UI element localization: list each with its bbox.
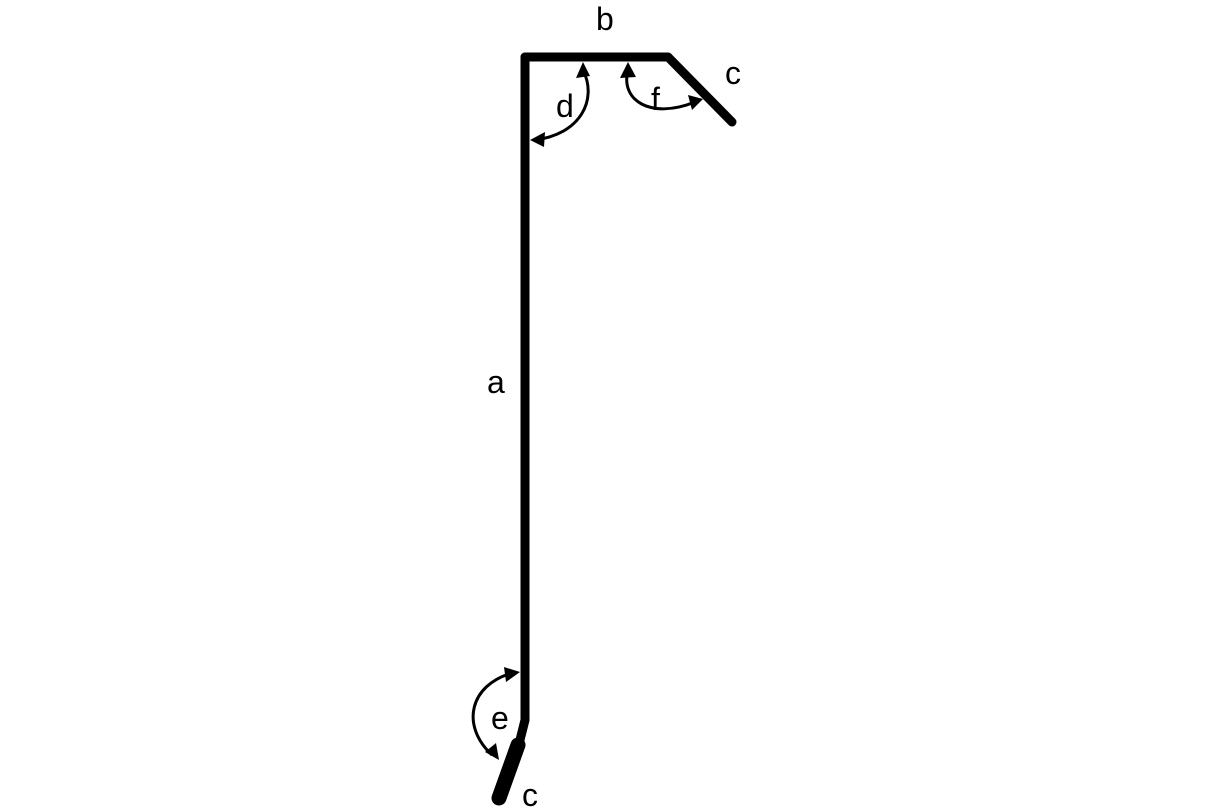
segment-c-top-diagonal — [663, 52, 737, 127]
angle-f-arc — [625, 69, 696, 111]
segment-c-bottom-thick — [491, 737, 526, 806]
label-b: b — [596, 1, 614, 37]
angle-f-arrow-right — [688, 95, 703, 110]
angle-e-arrow-top — [504, 667, 520, 682]
angle-d-arrow-left — [530, 132, 545, 147]
label-c-bottom: c — [522, 777, 538, 809]
label-a: a — [487, 364, 505, 400]
angle-e-arc — [471, 671, 513, 757]
segment-c-bottom-hem — [515, 715, 530, 745]
label-d: d — [556, 88, 574, 124]
angle-d-arrow-top — [576, 62, 590, 78]
label-f: f — [651, 81, 660, 117]
angle-d-arc — [533, 69, 590, 142]
angle-e-arrow-bottom — [485, 743, 499, 760]
label-e: e — [491, 700, 509, 736]
angle-f-arrow-top — [620, 62, 636, 78]
label-c-top: c — [725, 55, 741, 91]
